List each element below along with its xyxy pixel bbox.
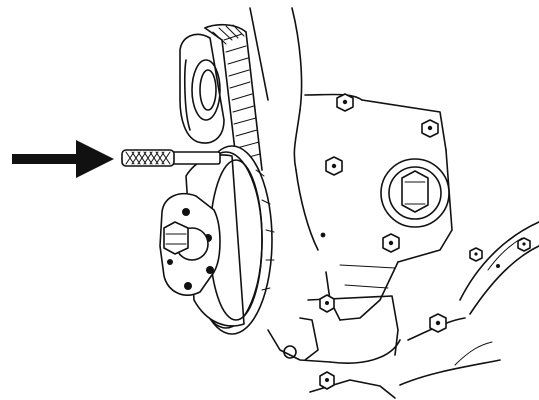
locking-pin-tool (121, 149, 221, 167)
hex-bolt-icon (336, 93, 354, 112)
hex-bolt-icon (517, 237, 531, 252)
crank-hub (159, 192, 221, 296)
hex-bolt-icon (319, 294, 335, 313)
hub-hole-icon (206, 266, 214, 274)
hub-hole-icon (182, 208, 190, 216)
center-plug (380, 158, 450, 228)
block-bolts (319, 93, 531, 390)
hex-bolt-icon (382, 233, 400, 253)
arrow-right-icon (12, 140, 114, 178)
rivet-icon (496, 264, 500, 268)
crank-bolt-icon (163, 221, 189, 255)
hex-bolt-icon (421, 119, 439, 138)
hex-bolt-icon (325, 156, 343, 176)
hex-bolt-icon (469, 247, 483, 262)
hub-hole-icon (184, 282, 192, 290)
hex-bolt-icon (319, 371, 335, 390)
idler-pulley (179, 33, 225, 144)
hex-bolt-icon (429, 313, 447, 333)
rivet-icon (320, 232, 326, 238)
hub-hole-icon (167, 259, 173, 265)
